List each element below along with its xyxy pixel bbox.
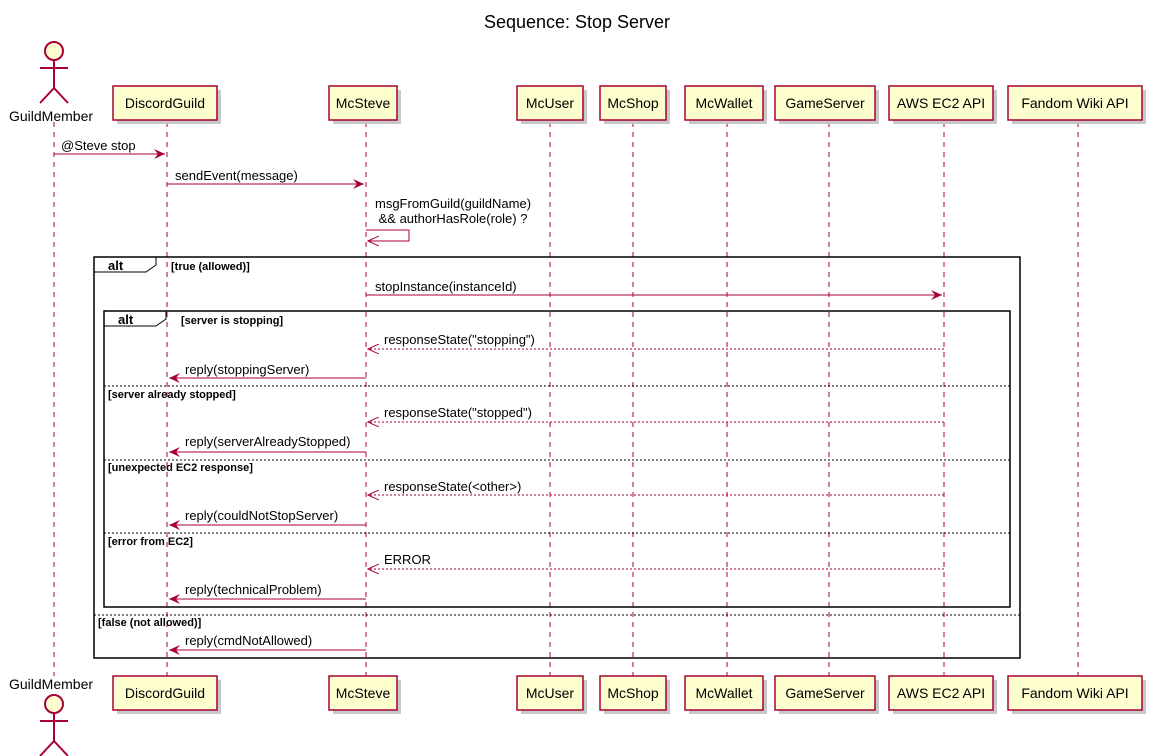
actor-label-bottom: GuildMember [9,676,93,692]
participant-label-gameserver: GameServer [785,685,865,701]
participant-label-mcshop: McShop [607,95,659,111]
actor-bottom: GuildMember [9,676,93,756]
participant-label-mcuser: McUser [526,95,575,111]
alt-fragment-inner: alt [server is stopping] responseState("… [103,310,1011,608]
participant-box-awsec2api [888,675,994,711]
participant-label-mcwallet: McWallet [695,95,752,111]
participant-label-gameserver: GameServer [785,95,865,111]
participant-box-mcsteve [328,85,398,121]
participant-label-mcshop: McShop [607,685,659,701]
message-label: reply(couldNotStopServer) [185,508,338,523]
participants-bottom: DiscordGuild McSteve McUser McShop McWal… [112,675,1146,714]
message-label: ERROR [384,552,431,567]
alt-fragment-outer: alt [true (allowed)] stopInstance(instan… [93,256,1021,659]
message-label: msgFromGuild(guildName) [375,196,531,211]
message-label: responseState(<other>) [384,479,521,494]
participant-box-awsec2api [888,85,994,121]
guard-false-not-allowed: [false (not allowed)] [98,617,202,629]
participants-top: DiscordGuild McSteve McUser McShop McWal… [112,85,1146,124]
actor-figure-icon [39,41,69,104]
lifelines [53,122,1079,676]
messages-intro: @Steve stop sendEvent(message) msgFromGu… [54,138,531,241]
participant-label-awsec2api: AWS EC2 API [897,95,985,111]
message-label: responseState("stopped") [384,405,532,420]
alt-keyword-outer: alt [108,258,124,273]
participant-label-fandomwikiapi: Fandom Wiki API [1021,95,1128,111]
message-label: @Steve stop [61,138,136,153]
alt-frame-inner [103,310,1011,608]
alt-tab-outer [94,256,157,273]
actor-figure-icon [39,694,69,756]
message-label: stopInstance(instanceId) [375,279,517,294]
participant-box-fandomwikiapi [1007,85,1143,121]
diagram-title: Sequence: Stop Server [484,12,670,32]
participant-label-mcuser: McUser [526,685,575,701]
message-label: reply(stoppingServer) [185,362,309,377]
participant-box-gameserver [774,85,876,121]
participant-label-mcsteve: McSteve [336,95,391,111]
participant-box-mcwallet [684,85,764,121]
participant-label-awsec2api: AWS EC2 API [897,685,985,701]
participant-box-mcuser [516,85,584,121]
alt-frame-outer [93,256,1021,659]
message-label: sendEvent(message) [175,168,298,183]
message-label: && authorHasRole(role) ? [375,211,527,226]
self-message-arrow [366,229,410,241]
message-label: responseState("stopping") [384,332,535,347]
participant-label-mcwallet: McWallet [695,685,752,701]
message-label: reply(serverAlreadyStopped) [185,434,350,449]
participant-label-discordguild: DiscordGuild [125,685,205,701]
participant-box-fandomwikiapi [1007,675,1143,711]
participant-box-discordguild [112,675,218,711]
guard-server-stopping: [server is stopping] [181,315,283,327]
guard-error-from-ec2: [error from EC2] [108,536,193,548]
participant-box-mcuser [516,675,584,711]
participant-box-mcwallet [684,675,764,711]
message-label: reply(technicalProblem) [185,582,322,597]
participant-box-gameserver [774,675,876,711]
actor-top: GuildMember [9,41,93,124]
participant-box-mcshop [599,85,667,121]
guard-unexpected-ec2-response: [unexpected EC2 response] [108,462,253,474]
participant-box-mcshop [599,675,667,711]
alt-tab-inner [104,310,167,327]
participant-box-discordguild [112,85,218,121]
message-label: reply(cmdNotAllowed) [185,633,312,648]
participant-label-mcsteve: McSteve [336,685,391,701]
participant-label-fandomwikiapi: Fandom Wiki API [1021,685,1128,701]
guard-true-allowed: [true (allowed)] [171,261,250,273]
actor-label-top: GuildMember [9,108,93,124]
alt-keyword-inner: alt [118,312,134,327]
participant-label-discordguild: DiscordGuild [125,95,205,111]
participant-box-mcsteve [328,675,398,711]
guard-server-already-stopped: [server already stopped] [108,389,236,401]
